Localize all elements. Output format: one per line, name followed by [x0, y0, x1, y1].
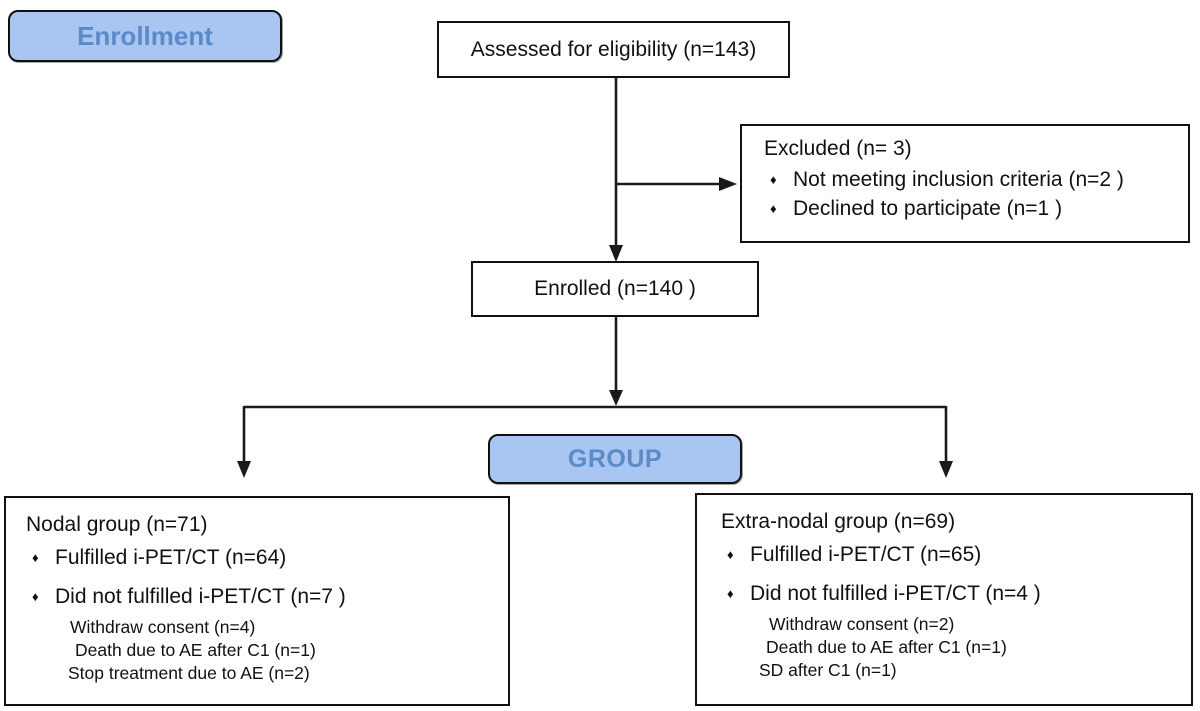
extra-nodal-sub-item: SD after C1 (n=1) [759, 660, 897, 680]
nodal-group-title: Nodal group (n=71) [26, 513, 208, 536]
extra-nodal-bullet: ♦ Did not fulfilled i-PET/CT (n=4 ) [721, 582, 1183, 606]
group-stage-badge: GROUP [488, 434, 742, 484]
nodal-bullet: ♦ Did not fulfilled i-PET/CT (n=7 ) [26, 585, 500, 609]
nodal-bullet: ♦ Fulfilled i-PET/CT (n=64) [26, 546, 500, 570]
nodal-sub-item: Stop treatment due to AE (n=2) [68, 663, 310, 683]
excluded-box: Excluded (n= 3) ♦ Not meeting inclusion … [740, 124, 1190, 243]
nodal-sub-item: Death due to AE after C1 (n=1) [75, 640, 316, 660]
extra-nodal-group-title: Extra-nodal group (n=69) [721, 510, 956, 533]
diamond-bullet-icon: ♦ [770, 201, 777, 216]
assessed-box: Assessed for eligibility (n=143) [437, 21, 790, 78]
excluded-item: ♦ Not meeting inclusion criteria (n=2 ) [764, 168, 1178, 192]
excluded-title: Excluded (n= 3) [764, 137, 912, 160]
extra-nodal-group-box: Extra-nodal group (n=69) ♦ Fulfilled i-P… [695, 493, 1193, 706]
diamond-bullet-icon: ♦ [32, 589, 39, 604]
nodal-group-box: Nodal group (n=71) ♦ Fulfilled i-PET/CT … [4, 496, 510, 706]
extra-nodal-sub-item: Withdraw consent (n=2) [769, 614, 955, 634]
extra-nodal-sub-items: Withdraw consent (n=2) Death due to AE a… [721, 613, 1183, 682]
nodal-bullet-text: Fulfilled i-PET/CT (n=64) [55, 546, 287, 569]
arrowhead-to-extra-nodal [939, 461, 953, 478]
excluded-item-text: Not meeting inclusion criteria (n=2 ) [793, 168, 1124, 191]
diamond-bullet-icon: ♦ [727, 586, 734, 601]
nodal-sub-items: Withdraw consent (n=4) Death due to AE a… [26, 616, 500, 685]
excluded-item: ♦ Declined to participate (n=1 ) [764, 197, 1178, 221]
diamond-bullet-icon: ♦ [32, 550, 39, 565]
arrowhead-to-nodal [237, 461, 251, 478]
assessed-text: Assessed for eligibility (n=143) [470, 37, 757, 61]
group-stage-label: GROUP [567, 444, 663, 473]
extra-nodal-bullet-text: Did not fulfilled i-PET/CT (n=4 ) [750, 582, 1041, 605]
extra-nodal-bullet-text: Fulfilled i-PET/CT (n=65) [750, 543, 982, 566]
arrowhead-to-enrolled [609, 245, 623, 262]
enrolled-text: Enrolled (n=140 ) [534, 277, 696, 300]
diamond-bullet-icon: ♦ [727, 547, 734, 562]
enrollment-stage-badge: Enrollment [8, 10, 282, 62]
diamond-bullet-icon: ♦ [770, 172, 777, 187]
nodal-bullet-text: Did not fulfilled i-PET/CT (n=7 ) [55, 585, 346, 608]
extra-nodal-bullet: ♦ Fulfilled i-PET/CT (n=65) [721, 543, 1183, 567]
nodal-sub-item: Withdraw consent (n=4) [70, 617, 256, 637]
extra-nodal-sub-item: Death due to AE after C1 (n=1) [766, 637, 1007, 657]
arrowhead-to-excluded [719, 177, 737, 191]
arrowhead-to-split [609, 390, 623, 406]
enrollment-stage-label: Enrollment [77, 20, 213, 51]
enrolled-box: Enrolled (n=140 ) [471, 261, 759, 317]
excluded-item-text: Declined to participate (n=1 ) [793, 197, 1063, 220]
